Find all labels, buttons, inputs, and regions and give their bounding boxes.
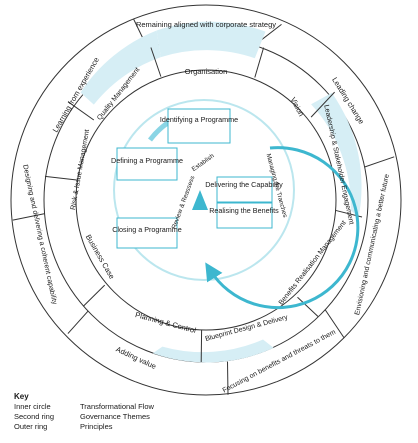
key-value: Principles xyxy=(80,422,113,431)
second-ring-dividers xyxy=(44,47,363,363)
key-label: Inner circle xyxy=(14,402,51,411)
svg-text:Defining a Programme: Defining a Programme xyxy=(111,156,183,165)
flow-box-identifying: Identifying a Programme xyxy=(160,108,238,144)
flow-box-realising: Realising the Benefits xyxy=(209,202,279,229)
svg-text:Delivering the Capability: Delivering the Capability xyxy=(205,180,283,189)
flow-box-closing: Closing a Programme xyxy=(112,217,182,249)
flow-circle xyxy=(113,99,295,281)
flow-box-delivering: Delivering the Capability xyxy=(205,176,283,203)
key-title: Key xyxy=(14,392,29,401)
key-value: Governance Themes xyxy=(80,412,150,421)
svg-text:Realising the Benefits: Realising the Benefits xyxy=(209,206,279,215)
key-value: Transformational Flow xyxy=(80,402,154,411)
inner-circle xyxy=(75,69,337,331)
key-row-inner: Inner circle Transformational Flow xyxy=(14,402,154,412)
flow-box-defining: Defining a Programme xyxy=(111,147,183,181)
key-row-outer: Outer ring Principles xyxy=(14,422,154,432)
svg-text:Identifying a Programme: Identifying a Programme xyxy=(160,115,238,124)
principle-aligned: Remaining aligned with corporate strateg… xyxy=(136,20,276,29)
key-row-second: Second ring Governance Themes xyxy=(14,412,154,422)
svg-text:Closing a Programme: Closing a Programme xyxy=(112,225,182,234)
key-label: Second ring xyxy=(14,412,55,421)
diagram-key: Key Inner circle Transformational Flow S… xyxy=(14,392,154,432)
review-triangle xyxy=(192,190,208,210)
managing-tranches-arc xyxy=(205,146,360,310)
key-label: Outer ring xyxy=(14,422,48,431)
second-ring-highlights xyxy=(80,21,362,363)
theme-organisation: Organisation xyxy=(185,67,228,76)
